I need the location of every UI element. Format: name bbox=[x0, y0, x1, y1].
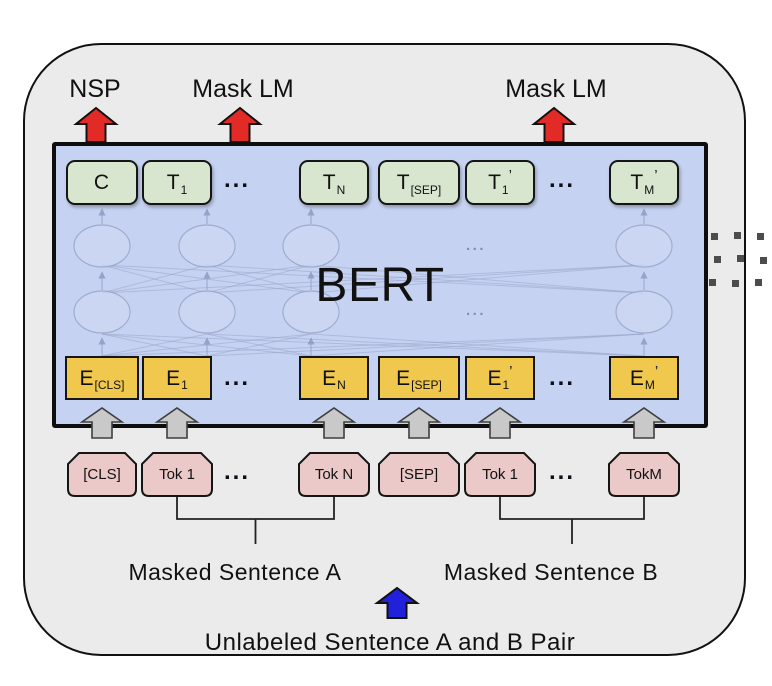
token-label-cls: [CLS] bbox=[83, 466, 121, 483]
token-box-shape bbox=[67, 452, 137, 497]
continuation-dots bbox=[709, 232, 767, 287]
row-ellipsis: ... bbox=[548, 364, 575, 391]
unlabeled-pair-label: Unlabeled Sentence A and B Pair bbox=[204, 629, 576, 656]
red-up-arrows bbox=[73, 106, 577, 143]
token-box-shape bbox=[298, 452, 370, 497]
token-box-shape bbox=[608, 452, 680, 497]
sentence-b-label: Masked Sentence B bbox=[443, 559, 659, 585]
box-prime: ’ bbox=[654, 167, 658, 184]
box-prime: ’ bbox=[654, 362, 659, 380]
box-main-text: E bbox=[396, 366, 411, 390]
mask-lm-left-arrow bbox=[217, 106, 263, 143]
box-subscript: N bbox=[336, 182, 346, 197]
box-main-text: E bbox=[629, 366, 644, 390]
row-ellipsis: ... bbox=[223, 364, 250, 391]
network-ellipsis: ... bbox=[465, 302, 486, 319]
token-label-tok1a: Tok 1 bbox=[159, 466, 195, 483]
box-main-text: T bbox=[166, 171, 180, 194]
box-prime: ’ bbox=[508, 167, 512, 184]
transformer-network-graphic bbox=[73, 208, 673, 357]
box-subscript: [CLS] bbox=[94, 378, 125, 392]
box-main-text: E bbox=[487, 366, 502, 390]
mask-lm-right-arrow bbox=[531, 106, 577, 143]
box-subscript: [SEP] bbox=[410, 182, 442, 197]
mask-lm-left-label: Mask LM bbox=[192, 75, 294, 103]
gray-up-arrow bbox=[621, 407, 667, 439]
box-main-text: E bbox=[166, 366, 181, 390]
box-subscript: 1 bbox=[501, 182, 509, 197]
token-box-shape bbox=[378, 452, 460, 497]
box-prime: ’ bbox=[509, 362, 513, 380]
blue-up-arrow bbox=[374, 586, 420, 619]
embedding-box-ecls: E[CLS] bbox=[65, 356, 139, 400]
token-label-tok1b: Tok 1 bbox=[482, 466, 518, 483]
nsp-label: NSP bbox=[69, 75, 121, 103]
mask-lm-right-label: Mask LM bbox=[505, 75, 607, 103]
token-box-shapes bbox=[67, 452, 680, 497]
sentence-a-bracket bbox=[176, 497, 335, 544]
box-main-text: T bbox=[488, 171, 501, 194]
box-subscript: 1 bbox=[181, 378, 188, 392]
sentence-a-label: Masked Sentence A bbox=[128, 559, 342, 585]
box-subscript: N bbox=[337, 378, 346, 392]
gray-up-arrow bbox=[79, 407, 125, 439]
gray-up-arrow bbox=[396, 407, 442, 439]
box-main-text: T bbox=[322, 171, 336, 194]
sentence-b-bracket bbox=[499, 497, 645, 544]
row-ellipsis: ... bbox=[548, 458, 575, 485]
token-label-tokn: Tok N bbox=[314, 466, 354, 483]
gray-up-arrow bbox=[154, 407, 200, 439]
bert-label: BERT bbox=[315, 259, 445, 312]
token-box-shape bbox=[141, 452, 213, 497]
output-box-tsep: T[SEP] bbox=[378, 160, 460, 205]
gray-up-arrows bbox=[79, 407, 667, 439]
box-main-text: E bbox=[79, 366, 94, 390]
row-ellipsis: ... bbox=[223, 166, 250, 193]
box-main-text: C bbox=[93, 171, 110, 194]
box-subscript: [SEP] bbox=[411, 378, 442, 392]
row-ellipsis: ... bbox=[223, 458, 250, 485]
token-label-sep: [SEP] bbox=[399, 466, 439, 483]
box-subscript: M bbox=[644, 378, 655, 392]
box-main-text: T bbox=[396, 171, 410, 194]
network-ellipsis: ... bbox=[465, 237, 486, 254]
embedding-box-esep: E[SEP] bbox=[378, 356, 460, 400]
gray-up-arrow bbox=[477, 407, 523, 439]
token-box-shape bbox=[464, 452, 536, 497]
box-subscript: 1 bbox=[502, 378, 510, 392]
nsp-arrow bbox=[73, 106, 119, 143]
box-main-text: E bbox=[322, 366, 337, 390]
output-box-c: C bbox=[66, 160, 138, 205]
box-subscript: 1 bbox=[180, 182, 188, 197]
row-ellipsis: ... bbox=[548, 166, 575, 193]
gray-up-arrow bbox=[311, 407, 357, 439]
token-label-tokm: TokM bbox=[626, 466, 662, 483]
box-main-text: T bbox=[630, 171, 644, 194]
box-subscript: M bbox=[644, 182, 655, 197]
